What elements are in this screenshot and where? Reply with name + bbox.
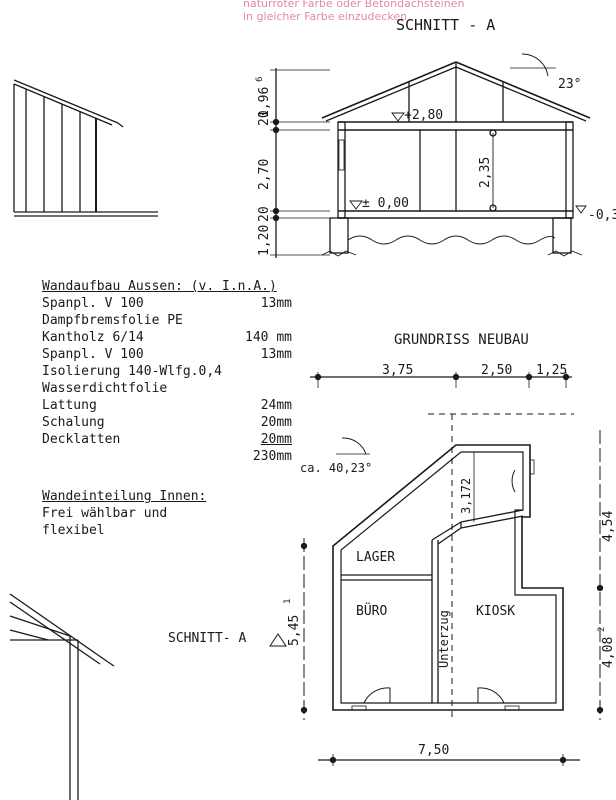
dim-roof-height: 1,96 xyxy=(257,87,272,118)
level-top-label: +2,80 xyxy=(404,108,443,123)
wall-build-notes: Wandaufbau Aussen: (v. I.n.A.) Spanpl. V… xyxy=(42,278,294,465)
layer-value: 140 mm xyxy=(245,330,292,345)
section-marker-label: SCHNITT- A xyxy=(168,631,246,646)
dim-left: 5,45 xyxy=(287,615,302,646)
layer-value xyxy=(292,363,294,380)
dim-floor-slab: 20 xyxy=(257,206,272,222)
layer-name: Isolierung 140-Wlfg.0,4 xyxy=(42,364,223,379)
roof-angle-label: 23° xyxy=(558,77,581,92)
dim-top-3: 1,25 xyxy=(536,363,567,378)
partial-elevation-top xyxy=(13,79,158,217)
layer-row: Kantholz 6/14 140 mm xyxy=(42,329,294,346)
section-title: SCHNITT - A xyxy=(396,16,495,34)
stamp-line: in gleicher Farbe einzudecken xyxy=(243,10,408,23)
layer-value: 20mm xyxy=(260,432,292,447)
interior-line: Frei wählbar und xyxy=(42,506,168,521)
level-floor-label: ± 0,00 xyxy=(362,196,409,211)
level-ground-label: -0,30 xyxy=(588,208,616,223)
layer-row: Wasserdichtfolie xyxy=(42,380,294,397)
dim-roof-height-sup: 6 xyxy=(255,77,265,82)
dim-inner: 3,172 xyxy=(459,478,473,514)
section-a-drawing xyxy=(270,53,591,258)
layer-value: 13mm xyxy=(260,296,292,311)
plan-angle-label: ca. 40,23° xyxy=(300,461,372,475)
dim-right-bottom: 4,08 xyxy=(601,637,616,668)
dim-right-bottom-sup: 2 xyxy=(597,627,607,632)
stamp-line: naturroter Farbe oder Betondachsteinen xyxy=(243,0,465,10)
floor-plan-drawing xyxy=(269,372,604,766)
layer-name: Schalung xyxy=(42,415,105,430)
layer-row: Lattung 24mm xyxy=(42,397,294,414)
interior-line: flexibel xyxy=(42,523,105,538)
total-row: 230mm xyxy=(42,448,294,465)
dim-right-top: 4,54 xyxy=(601,511,616,542)
layer-value xyxy=(292,380,294,397)
layer-name: Wasserdichtfolie xyxy=(42,381,168,396)
beam-label: Unterzug xyxy=(437,610,451,668)
wall-total-value: 230mm xyxy=(252,449,292,464)
room-office-label: BÜRO xyxy=(356,602,387,619)
layer-name: Kantholz 6/14 xyxy=(42,330,144,345)
partial-elevation-bottom xyxy=(9,593,115,800)
dim-top-2: 2,50 xyxy=(481,363,512,378)
layer-row: Dampfbremsfolie PE xyxy=(42,312,294,329)
layer-name: Spanpl. V 100 xyxy=(42,347,144,362)
layer-row: Schalung 20mm xyxy=(42,414,294,431)
layer-row: Spanpl. V 100 13mm xyxy=(42,295,294,312)
wall-build-heading: Wandaufbau Aussen: (v. I.n.A.) xyxy=(42,279,277,294)
layer-row: Decklatten 20mm xyxy=(42,431,294,448)
layer-name: Spanpl. V 100 xyxy=(42,296,144,311)
dim-wall-height: 2,70 xyxy=(257,159,272,190)
plan-title: GRUNDRISS NEUBAU xyxy=(394,332,529,348)
dim-bottom: 7,50 xyxy=(418,743,449,758)
dim-foundation: 1,20 xyxy=(257,225,272,256)
stamp-note: naturroter Farbe oder Betondachsteinen i… xyxy=(243,0,464,23)
dim-left-sup: 1 xyxy=(283,599,293,604)
dim-top-1: 3,75 xyxy=(382,363,413,378)
clear-height-label: 2,35 xyxy=(478,157,493,188)
layer-row: Spanpl. V 100 13mm xyxy=(42,346,294,363)
layer-value: 13mm xyxy=(260,347,292,362)
layer-value: 24mm xyxy=(260,398,292,413)
dim-top-slab: 20 xyxy=(257,110,272,126)
interior-notes: Wandeinteilung Innen: Frei wählbar und f… xyxy=(42,488,272,539)
room-kiosk-label: KIOSK xyxy=(476,604,515,619)
interior-heading: Wandeinteilung Innen: xyxy=(42,489,207,504)
layer-name: Lattung xyxy=(42,398,97,413)
layer-row: Isolierung 140-Wlfg.0,4 xyxy=(42,363,294,380)
layer-name: Decklatten xyxy=(42,432,121,447)
layer-name: Dampfbremsfolie PE xyxy=(42,313,183,328)
room-storage-label: LAGER xyxy=(356,550,395,565)
layer-value xyxy=(292,312,294,329)
layer-value: 20mm xyxy=(260,415,292,430)
